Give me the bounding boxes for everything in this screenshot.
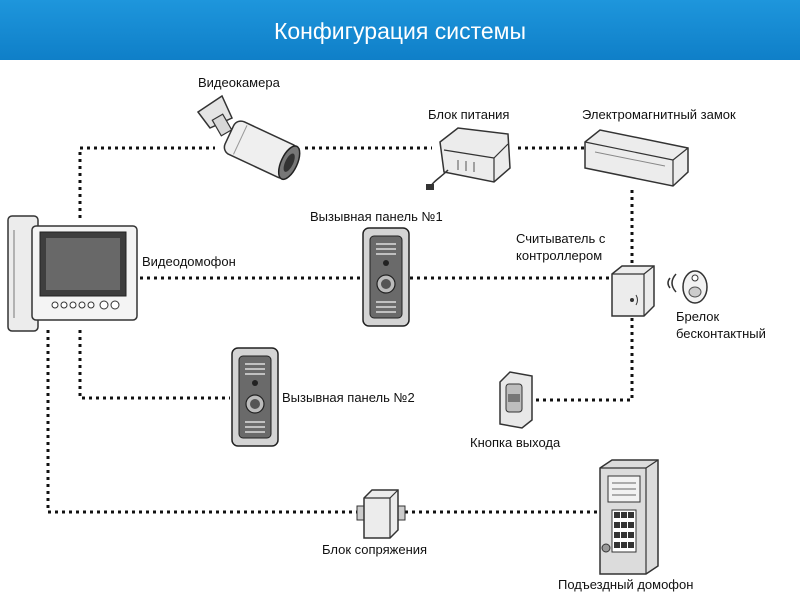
exit-button-label: Кнопка выхода	[470, 435, 561, 450]
entrance-intercom-label: Подъездный домофон	[558, 577, 694, 592]
monitor-label: Видеодомофон	[142, 254, 236, 269]
title-bar	[0, 0, 800, 60]
key-fob-label-line2: бесконтактный	[676, 326, 766, 341]
line-monitor-camera	[78, 146, 215, 218]
exit-button-icon	[499, 371, 533, 429]
power-supply-label: Блок питания	[428, 107, 510, 122]
connection-lines	[46, 146, 634, 514]
page-title: Конфигурация системы	[273, 18, 526, 44]
key-fob-icon	[667, 270, 708, 304]
entrance-intercom-icon	[599, 459, 659, 575]
interface-block-label: Блок сопряжения	[322, 542, 428, 557]
card-reader-icon	[611, 265, 655, 317]
call-panel-2-label: Вызывная панель №2	[282, 390, 415, 405]
video-monitor-icon	[7, 215, 138, 332]
call-panel-2-icon	[231, 347, 279, 447]
camera-icon	[196, 94, 301, 181]
key-fob-label-line1: Брелок	[676, 309, 720, 324]
camera-label: Видеокамера	[198, 75, 280, 90]
line-monitor-interface	[46, 330, 357, 514]
reader-label-line2: контроллером	[516, 248, 603, 263]
magnetic-lock-label: Электромагнитный замок	[582, 107, 736, 122]
call-panel-1-icon	[362, 227, 410, 327]
reader-label-line1: Считыватель с	[516, 231, 606, 246]
line-reader-exit-button	[525, 318, 634, 402]
power-supply-icon	[426, 127, 511, 190]
call-panel-1-label: Вызывная панель №1	[310, 209, 443, 224]
line-monitor-panel2	[78, 330, 230, 400]
magnetic-lock-icon	[584, 129, 689, 187]
interface-block-icon	[356, 489, 406, 539]
